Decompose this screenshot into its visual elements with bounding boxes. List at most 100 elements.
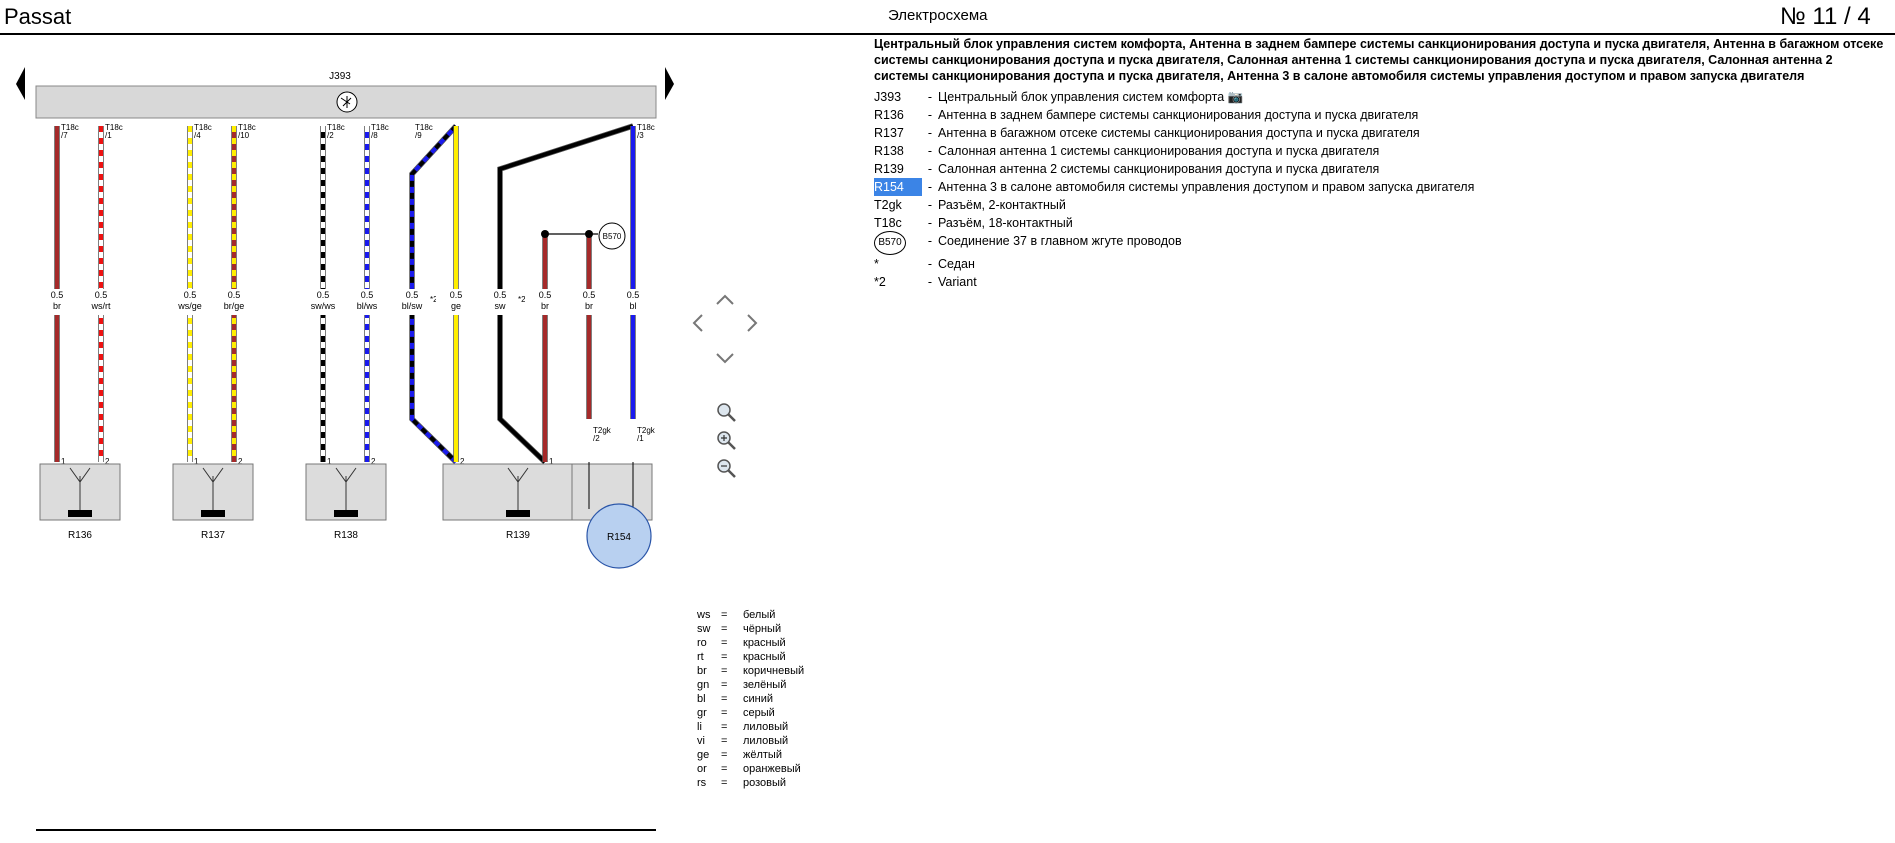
info-desc-text: Антенна 3 в салоне автомобиля системы уп… bbox=[938, 180, 1475, 194]
legend-row: sw=чёрный bbox=[697, 622, 804, 636]
lead-wire bbox=[588, 462, 634, 509]
info-desc-text: Variant bbox=[938, 275, 977, 289]
info-code-text: R138 bbox=[874, 144, 904, 158]
info-code-text: T2gk bbox=[874, 198, 902, 212]
module-label: J393 bbox=[329, 71, 351, 82]
info-dash: - bbox=[927, 108, 933, 122]
connector-pin: /7 bbox=[61, 131, 68, 140]
camera-icon[interactable]: 📷 bbox=[1227, 90, 1244, 104]
pan-up-icon[interactable] bbox=[716, 294, 734, 305]
scroll-left-arrow-icon[interactable] bbox=[16, 67, 25, 100]
info-item[interactable]: B570-Соединение 37 в главном жгуте прово… bbox=[874, 231, 1884, 255]
pan-left-icon[interactable] bbox=[692, 314, 703, 332]
info-dash: - bbox=[927, 180, 933, 194]
pan-right-icon[interactable] bbox=[747, 314, 758, 332]
scroll-right-arrow-icon[interactable] bbox=[665, 67, 674, 100]
legend-eq: = bbox=[721, 763, 728, 775]
header-bar: Passat Электросхема № 11 / 4 bbox=[0, 0, 1895, 35]
info-dash: - bbox=[927, 216, 933, 230]
legend-row: ge=жёлтый bbox=[697, 748, 804, 762]
legend-code: vi bbox=[697, 735, 705, 747]
legend-eq: = bbox=[721, 623, 728, 635]
info-code-text: R137 bbox=[874, 126, 904, 140]
info-code-text: T18c bbox=[874, 216, 902, 230]
wire-gauge: 0.5 bbox=[450, 290, 463, 300]
connector-label: T18c bbox=[327, 123, 345, 132]
variant-marker: *2 bbox=[430, 295, 438, 304]
wire-color: br bbox=[585, 301, 593, 311]
junction-b570[interactable] bbox=[598, 222, 626, 250]
wire-label-bg bbox=[525, 289, 565, 315]
info-desc-text: Седан bbox=[938, 257, 975, 271]
wire-label-bg bbox=[480, 289, 520, 315]
legend-eq: = bbox=[721, 693, 728, 705]
wire-color: sw bbox=[495, 301, 507, 311]
legend-row: rt=красный bbox=[697, 650, 804, 664]
info-desc: Салонная антенна 1 системы санкционирова… bbox=[938, 142, 1884, 160]
info-item[interactable]: *-Седан bbox=[874, 255, 1884, 273]
component-label: R136 bbox=[68, 530, 92, 541]
legend-row: vi=лиловый bbox=[697, 734, 804, 748]
info-item[interactable]: T2gk -Разъём, 2-контактный bbox=[874, 196, 1884, 214]
legend-eq: = bbox=[721, 749, 728, 761]
variant-marker: *2 bbox=[518, 295, 526, 304]
info-item[interactable]: R138-Салонная антенна 1 системы санкцион… bbox=[874, 142, 1884, 160]
wiring-diagram: J393 T18c/70.5br1T18c/10.5ws/rt2T18c/40.… bbox=[16, 67, 674, 569]
page-title: Электросхема bbox=[888, 7, 988, 24]
info-item[interactable]: J393-Центральный блок управления систем … bbox=[874, 88, 1884, 106]
legend-row: bl=синий bbox=[697, 692, 804, 706]
info-code-text: R136 bbox=[874, 108, 904, 122]
wire-color: bl/sw bbox=[402, 301, 423, 311]
junction-label: B570 bbox=[603, 232, 622, 241]
info-item[interactable]: T18c-Разъём, 18-контактный bbox=[874, 214, 1884, 232]
info-item[interactable]: *2-Variant bbox=[874, 273, 1884, 291]
info-code: * bbox=[874, 255, 922, 273]
info-desc-text: Салонная антенна 1 системы санкционирова… bbox=[938, 144, 1380, 158]
legend-name: красный bbox=[743, 637, 786, 649]
pan-down-icon[interactable] bbox=[716, 353, 734, 364]
info-desc: Соединение 37 в главном жгуте проводов bbox=[938, 232, 1884, 255]
info-dash: - bbox=[927, 198, 933, 212]
connector-label: T18c bbox=[371, 123, 389, 132]
connector-label: T18c bbox=[238, 123, 256, 132]
dest-pin: 1 bbox=[61, 457, 66, 466]
wire-color: ws/ge bbox=[177, 301, 202, 311]
zoom-out-icon[interactable] bbox=[717, 459, 736, 478]
antenna-icon bbox=[507, 467, 529, 510]
wire-label-bg bbox=[392, 289, 432, 315]
dest-pin: 1 bbox=[194, 457, 199, 466]
connector-pin: /9 bbox=[415, 131, 422, 140]
dest-pin: 2 bbox=[371, 457, 376, 466]
legend-name: белый bbox=[743, 609, 776, 621]
wire-color: ge bbox=[451, 301, 461, 311]
legend-eq: = bbox=[721, 679, 728, 691]
info-desc: Седан bbox=[938, 255, 1884, 273]
connector-pin: /2 bbox=[593, 434, 600, 443]
connector-label: T18c bbox=[194, 123, 212, 132]
info-item[interactable]: R154-Антенна 3 в салоне автомобиля систе… bbox=[874, 178, 1884, 196]
wire-gauge: 0.5 bbox=[317, 290, 330, 300]
bottom-divider bbox=[36, 829, 656, 831]
zoom-in-icon[interactable] bbox=[717, 431, 736, 450]
info-dash: - bbox=[927, 275, 933, 289]
info-desc: Центральный блок управления систем комфо… bbox=[938, 88, 1884, 106]
legend-name: лиловый bbox=[743, 735, 789, 747]
info-item[interactable]: R136-Антенна в заднем бампере системы са… bbox=[874, 106, 1884, 124]
connector-label: T18c bbox=[61, 123, 79, 132]
r154-highlight[interactable] bbox=[586, 503, 652, 569]
info-desc: Разъём, 2-контактный bbox=[938, 196, 1884, 214]
legend-eq: = bbox=[721, 637, 728, 649]
wire-label-bg bbox=[214, 289, 254, 315]
legend-name: лиловый bbox=[743, 721, 789, 733]
connector-pin: /10 bbox=[238, 131, 250, 140]
dest-pin: 2 bbox=[238, 457, 243, 466]
legend-row: gr=серый bbox=[697, 706, 804, 720]
zoom-fit-icon[interactable] bbox=[717, 403, 736, 422]
info-code: R136 bbox=[874, 106, 922, 124]
legend-name: синий bbox=[743, 693, 774, 705]
legend-code: br bbox=[697, 665, 707, 677]
info-item[interactable]: R139-Салонная антенна 2 системы санкцион… bbox=[874, 160, 1884, 178]
legend-eq: = bbox=[721, 777, 728, 789]
info-item[interactable]: R137-Антенна в багажном отсеке системы с… bbox=[874, 124, 1884, 142]
wire-gauge: 0.5 bbox=[494, 290, 507, 300]
